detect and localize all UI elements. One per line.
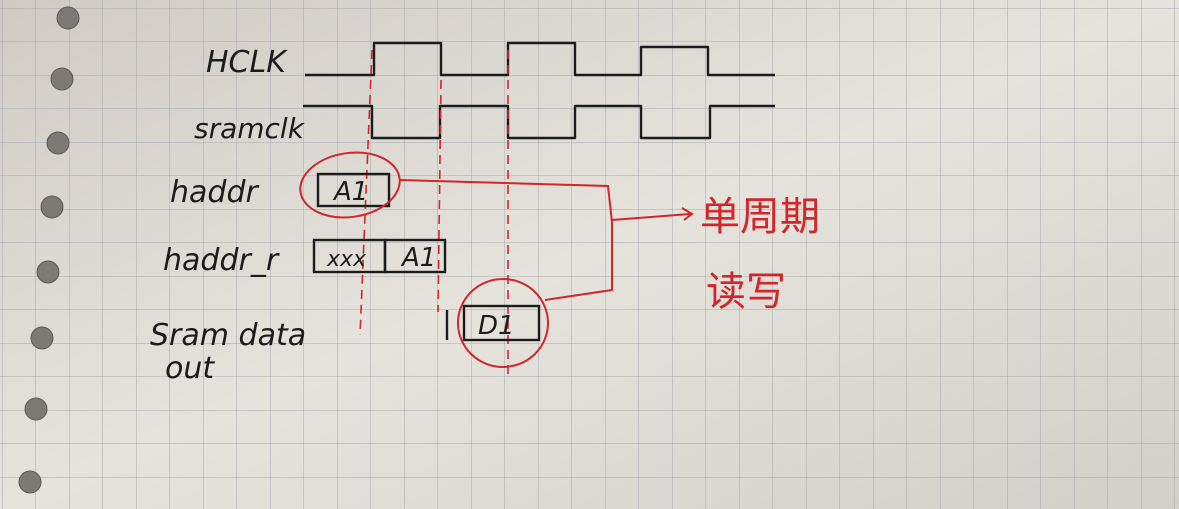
data-highlight-circle <box>457 278 549 368</box>
sramclk-waveform <box>303 104 775 140</box>
sram-data-box <box>462 304 541 342</box>
haddr-box <box>316 172 391 208</box>
binder-hole <box>24 397 48 421</box>
binder-hole <box>40 195 64 219</box>
haddr-label: haddr <box>170 175 259 210</box>
haddr-box-text: A1 <box>332 177 368 207</box>
binder-hole <box>36 260 60 284</box>
haddr-r-box-a1-text: A1 <box>400 243 436 273</box>
binder-hole <box>30 326 54 350</box>
haddr-highlight-circle <box>299 151 401 219</box>
haddr-r-box-xxx-text: xxx <box>326 247 367 272</box>
annotation-bracket <box>399 179 613 301</box>
annotation-line2: 读写 <box>706 269 786 315</box>
ref-line <box>437 79 442 313</box>
binder-hole <box>18 470 42 494</box>
sram-data-label-line1: Sram data <box>150 318 306 353</box>
annotation-arrow <box>611 207 694 221</box>
annotation-line1: 单周期 <box>700 194 820 240</box>
sramclk-label: sramclk <box>194 112 306 145</box>
binder-hole <box>46 131 70 155</box>
sram-data-label-line2: out <box>165 351 215 386</box>
binder-hole <box>56 6 80 30</box>
ref-line <box>359 49 373 336</box>
haddr-r-box-a1 <box>383 238 447 274</box>
haddr-r-label: haddr_r <box>163 243 280 278</box>
binder-holes <box>18 6 80 494</box>
binder-hole <box>50 67 74 91</box>
hclk-waveform <box>305 41 775 77</box>
hclk-label: HCLK <box>206 45 288 80</box>
sram-data-box-text: D1 <box>478 311 515 341</box>
